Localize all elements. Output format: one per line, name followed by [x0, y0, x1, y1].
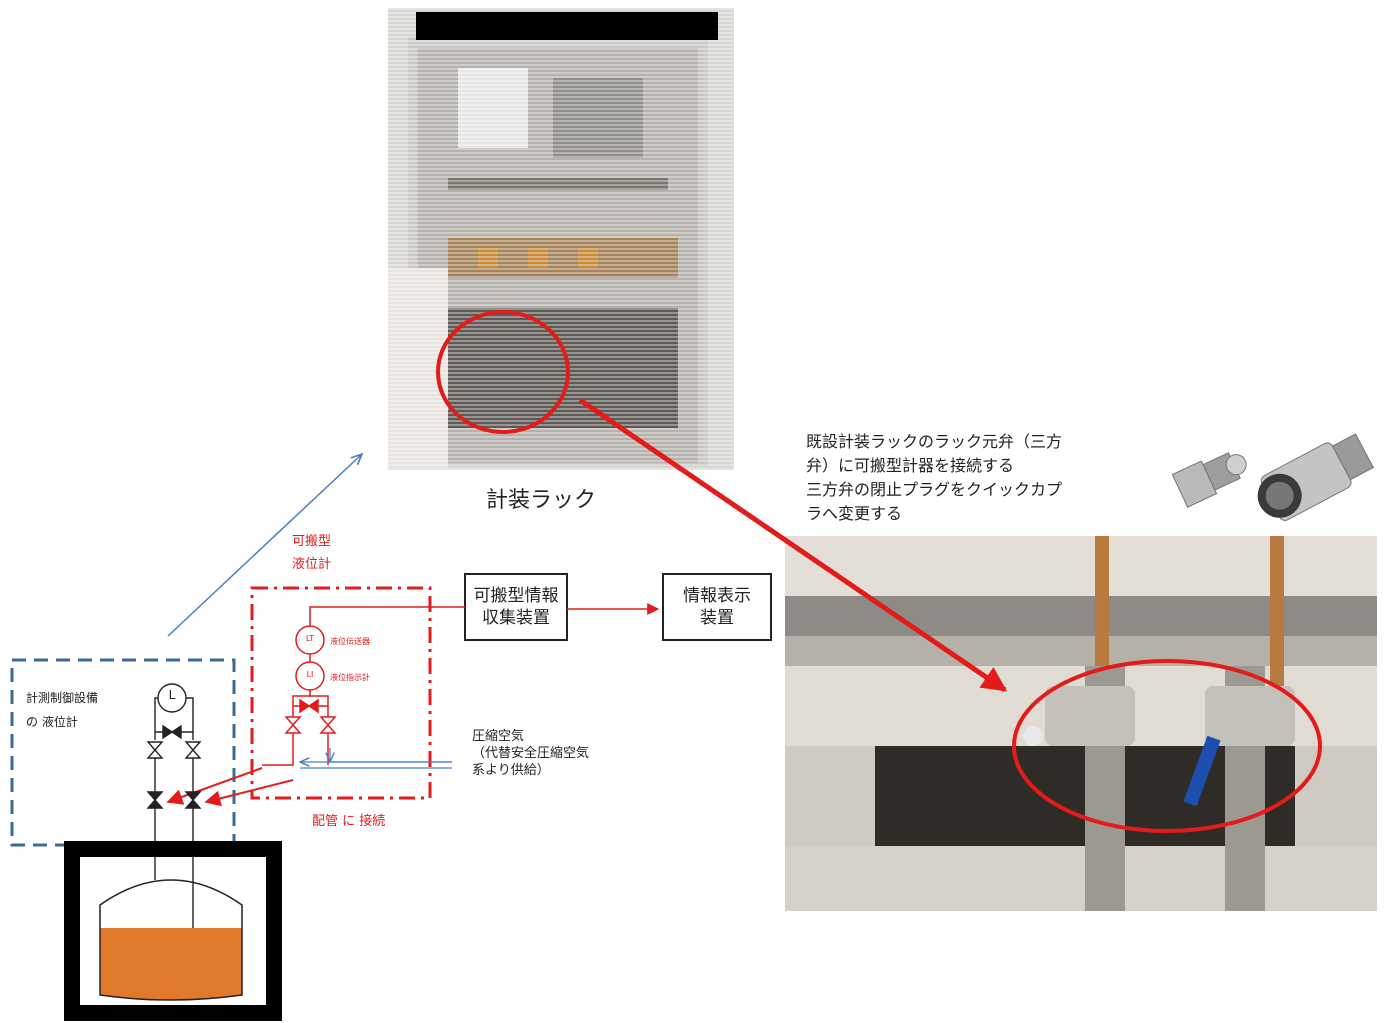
- li-letter: LI: [306, 670, 314, 679]
- existing-level-label: 計測制御設備 の 液位計: [26, 691, 99, 729]
- display-label: 情報表示 装置: [683, 586, 751, 628]
- rack-valve-highlight: [436, 310, 570, 434]
- rack-valve-note: 既設計装ラックのラック元弁（三方 弁）に可搬型計器を接続する 三方弁の閉止プラグ…: [806, 432, 1063, 523]
- connect-arrow-1: [166, 767, 263, 805]
- lt-small-note: 液位伝送器: [330, 636, 370, 646]
- quick-coupler-photo: [1168, 420, 1378, 525]
- portable-level-label: 可搬型 液位計: [292, 534, 332, 572]
- tank-room: [64, 841, 282, 1021]
- connect-arrow-2: [204, 779, 294, 807]
- collector-box: [464, 573, 568, 641]
- rack-valve-photo: [785, 536, 1377, 911]
- lt-signal-line: [309, 606, 465, 628]
- diagram-to-rack-arrow: [167, 454, 362, 637]
- li-small-note: 液位指示計: [330, 672, 370, 682]
- existing-manifold: [146, 683, 202, 985]
- valve-highlight: [1012, 659, 1322, 833]
- tank-vessel: [99, 879, 243, 1001]
- lt-letter: LT: [305, 634, 315, 643]
- display-box: [662, 573, 772, 641]
- compressed-air-label: 圧縮空気 （代替安全圧縮空気 系より供給）: [472, 729, 590, 778]
- level-indicator-letter: L: [168, 688, 176, 702]
- piping-label: 配管 に 接続: [312, 814, 386, 829]
- portable-manifold: [262, 690, 337, 766]
- tank-liquid: [100, 928, 242, 1000]
- collector-label: 可搬型情報 収集装置: [473, 586, 559, 628]
- rack-to-valve-arrow: [578, 397, 1008, 693]
- rack-label: 計装ラック: [486, 488, 597, 513]
- portable-level-box: [250, 586, 432, 800]
- instrument-rack-photo: [388, 8, 734, 470]
